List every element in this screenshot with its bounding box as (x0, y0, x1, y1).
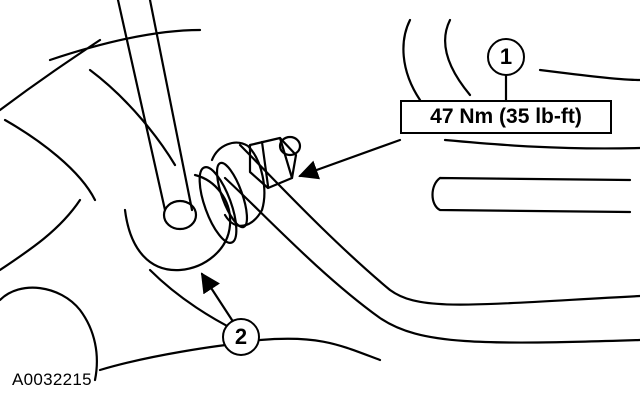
washer (215, 161, 249, 229)
control-arm-rib (431, 176, 632, 214)
figure-id: A0032215 (12, 370, 92, 389)
callout-1: 1 (487, 38, 525, 76)
stud-end (278, 135, 302, 157)
knuckle-outline (0, 286, 98, 382)
link-rod (116, 0, 194, 212)
background-contour (402, 18, 640, 150)
torque-arrow (298, 138, 402, 180)
link-lower-edge (148, 268, 237, 332)
background-structure (0, 28, 202, 272)
knuckle-curve (3, 68, 177, 202)
callout-2: 2 (222, 318, 260, 356)
callout-2-arrow (200, 272, 234, 322)
link-housing (123, 173, 232, 272)
nut-face (260, 136, 294, 188)
link-ball-end (162, 199, 198, 231)
link-bushing (198, 166, 238, 244)
stabilizer-bar-arm (223, 143, 640, 344)
torque-spec-label: 47 Nm (35 lb-ft) (400, 100, 612, 134)
